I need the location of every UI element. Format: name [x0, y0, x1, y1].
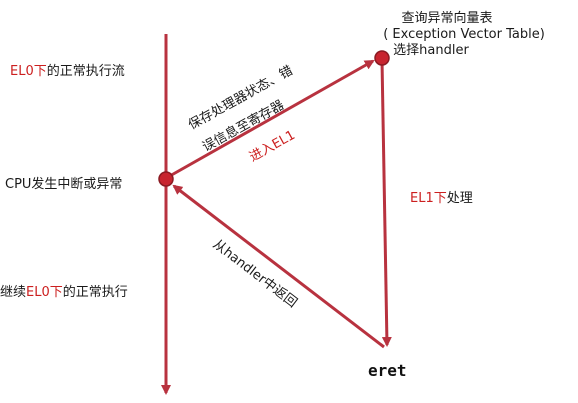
select-handler-label: 选择handler	[393, 43, 469, 58]
return-arrow	[172, 184, 385, 349]
el1-handling-text: 处理	[446, 191, 473, 206]
resume-accent-text: EL0下	[26, 285, 63, 300]
el0-normal-flow-text: 的正常执行流	[46, 64, 125, 79]
el1-handling-accent: EL1下	[410, 191, 447, 206]
vector-table-english: ( Exception Vector Table)	[383, 27, 545, 42]
el1-handling-arrow	[380, 59, 392, 347]
vector-table-node	[374, 50, 390, 66]
resume-el0-label: 继续EL0下的正常执行	[0, 285, 128, 301]
resume-lead-text: 继续	[0, 285, 27, 300]
vector-table-title: 查询异常向量表	[401, 11, 493, 26]
exception-entry-arrow	[167, 59, 375, 179]
el0-normal-flow-label: EL0下的正常执行流	[10, 64, 125, 80]
exception-node	[158, 171, 174, 187]
eret-label: eret	[368, 361, 407, 380]
resume-tail-text: 的正常执行	[62, 285, 128, 300]
cpu-exception-label: CPU发生中断或异常	[5, 177, 123, 192]
el1-handling-label: EL1下处理	[410, 191, 473, 207]
el0-normal-flow-accent: EL0下	[10, 64, 47, 79]
